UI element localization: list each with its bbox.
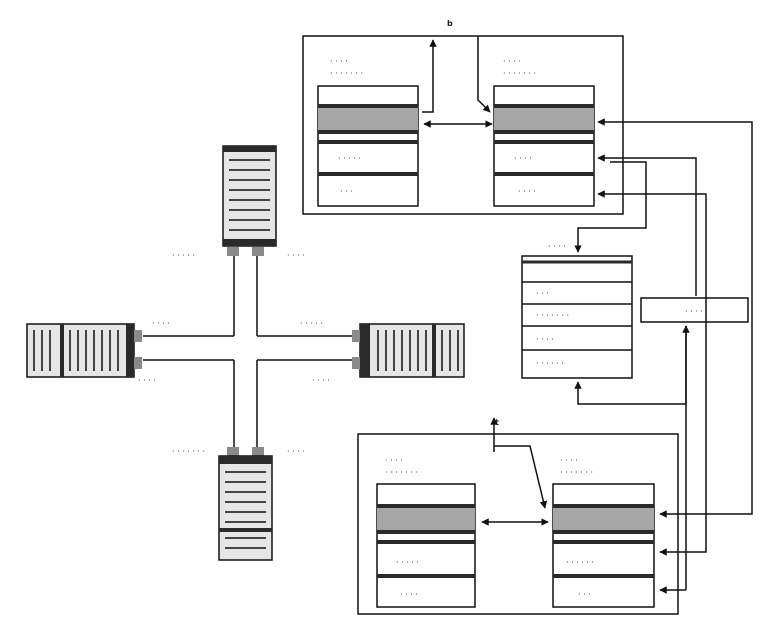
bottom-right-row-2: · · · (578, 590, 591, 599)
connector-arrow (597, 190, 707, 556)
bottom-left-row-2: · · · · (400, 590, 418, 599)
middle-box: · · · · · · · · · · · · · · · · · · · · … (521, 242, 633, 379)
top-right-title-2: · · · · · · · (503, 69, 536, 78)
right-box: · · · · (640, 297, 749, 323)
top-left-row-2: · · · (340, 187, 353, 196)
top-left-title-2: · · · · · · · (330, 69, 363, 78)
port-icon (227, 247, 239, 256)
server-east (352, 323, 465, 378)
east-top-port-label: · · · · · (300, 319, 323, 328)
port-icon (252, 247, 264, 256)
top-right-title-1: · · · · (503, 57, 521, 66)
server-north (222, 145, 277, 256)
bottom-right-title-1: · · · · (560, 456, 578, 465)
south-right-port-label: · · · · (287, 447, 305, 456)
top-right-row-1: · · · · (514, 154, 532, 163)
bottom-marker: t (495, 418, 499, 427)
middle-box-title: · · · · (548, 242, 566, 251)
south-left-port-label: · · · · · · · (172, 447, 205, 456)
connector-arrow (477, 36, 491, 113)
network-cross (143, 256, 352, 447)
connector-arrow (494, 445, 548, 509)
middle-row-4: · · · · (536, 335, 554, 344)
port-icon (227, 447, 239, 456)
middle-row-5: · · · · · · (536, 359, 564, 368)
west-top-port-label: · · · · (152, 319, 170, 328)
bottom-right-title-2: · · · · · · · (560, 468, 593, 477)
port-icon (352, 357, 360, 369)
west-bottom-port-label: · · · · (138, 376, 156, 385)
bottom-right-row-1: · · · · · · (566, 558, 594, 567)
top-group: b · · · · · · · · · · · · · · · · · · · … (302, 19, 624, 215)
top-marker: b (447, 19, 453, 28)
bottom-left-title-2: · · · · · · · (385, 468, 418, 477)
middle-row-2: · · · (536, 289, 549, 298)
connector-arrow (597, 154, 697, 296)
top-right-row-2: · · · · (518, 187, 536, 196)
port-icon (252, 447, 264, 456)
port-icon (352, 330, 360, 342)
port-icon (134, 357, 142, 369)
right-box-label: · · · · (685, 307, 703, 316)
server-west (26, 323, 142, 378)
east-bottom-port-label: · · · · (312, 376, 330, 385)
middle-row-3: · · · · · · · (536, 311, 569, 320)
bottom-group: t · · · · · · · · · · · · · · · · · · · … (357, 418, 679, 615)
north-left-port-label: · · · · · (172, 251, 195, 260)
north-right-port-label: · · · · (287, 251, 305, 260)
server-south (218, 447, 273, 561)
connectors (422, 36, 753, 594)
connector-arrow (574, 161, 647, 253)
top-left-row-1: · · · · · (338, 154, 361, 163)
connector-arrow (422, 39, 437, 113)
top-left-title-1: · · · · (330, 57, 348, 66)
bottom-left-title-1: · · · · (385, 456, 403, 465)
bottom-left-row-1: · · · · · (396, 558, 419, 567)
port-icon (134, 330, 142, 342)
